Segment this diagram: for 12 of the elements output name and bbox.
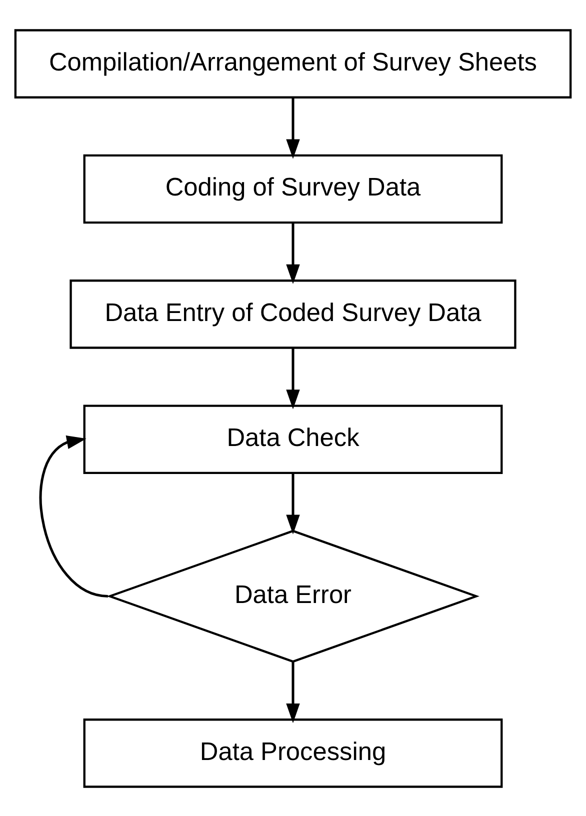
node-box: Data Entry of Coded Survey Data [70, 279, 516, 348]
arrow [286, 347, 300, 409]
node-box: Compilation/Arrangement of Survey Sheets [14, 28, 572, 98]
arrow [286, 472, 300, 534]
arrow [286, 662, 300, 723]
node-diamond: Data Error [106, 529, 480, 662]
node-box: Data Processing [83, 718, 503, 788]
arrow [286, 222, 300, 284]
arrow [40, 434, 108, 598]
node-box: Coding of Survey Data [83, 154, 503, 224]
node-box: Data Check [83, 404, 503, 474]
arrow [286, 97, 300, 158]
